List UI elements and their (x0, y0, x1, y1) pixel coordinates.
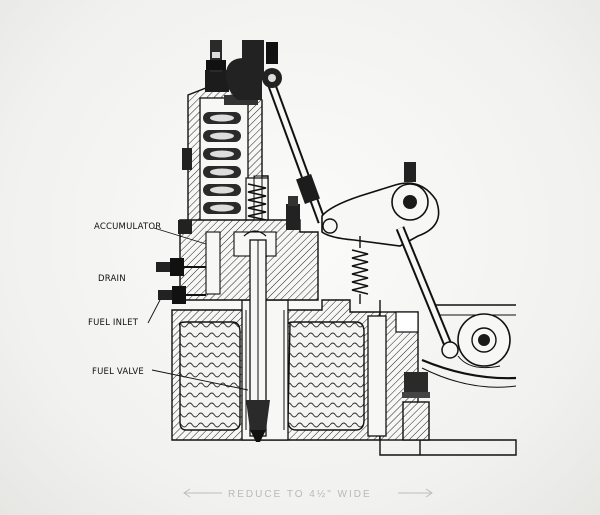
pencil-annotation: REDUCE TO 4½" WIDE (183, 488, 433, 500)
leader-lines (147, 227, 249, 391)
label-fuel-inlet: FUEL INLET (88, 318, 139, 328)
fuel-inlet-fitting (158, 286, 206, 304)
main-spring (203, 112, 241, 214)
water-jacket-right (287, 321, 365, 431)
label-drain: DRAIN (98, 274, 126, 284)
drain-fitting (156, 258, 206, 276)
camshaft (457, 313, 511, 369)
push-rod (242, 40, 327, 224)
rocker-arm (321, 162, 459, 359)
water-jacket-left (178, 321, 241, 431)
rocker-housing (367, 300, 517, 456)
label-accumulator: ACCUMULATOR (94, 222, 161, 232)
return-spring (351, 236, 369, 304)
label-fuel-valve: FUEL VALVE (92, 367, 144, 377)
fuel-valve-needle (246, 239, 270, 442)
pump-block (178, 196, 319, 301)
hex-nut (404, 372, 428, 392)
cylinder-head (171, 299, 381, 441)
reduce-note: REDUCE TO 4½" WIDE (228, 489, 372, 500)
